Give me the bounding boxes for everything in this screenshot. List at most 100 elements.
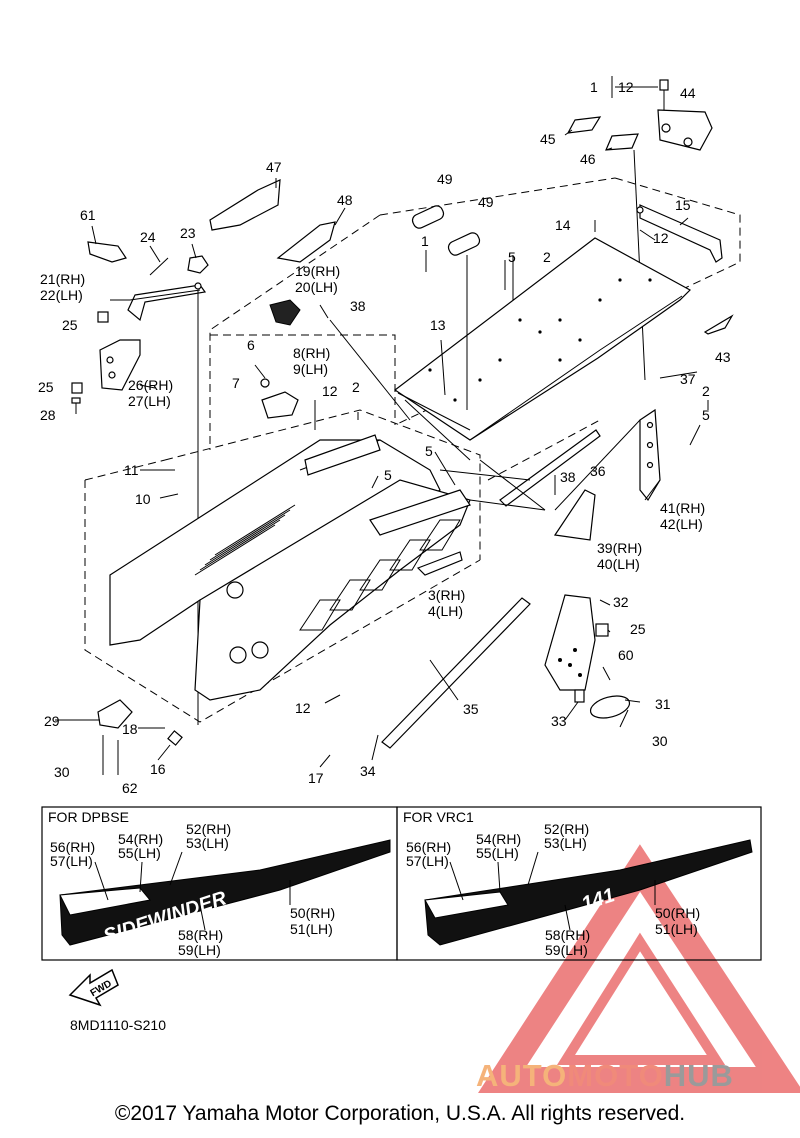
- tunnel-chassis: [109, 434, 471, 701]
- bracket-8: [261, 391, 299, 419]
- decal-box-title: FOR DPBSE: [48, 809, 129, 825]
- decal-label: 57(LH): [406, 853, 449, 869]
- gusset-3: [416, 551, 463, 576]
- callout-35: 35: [463, 701, 479, 717]
- decal-label: 52(RH): [186, 821, 231, 837]
- callout-5d: 5: [384, 467, 392, 483]
- callout-2a: 2: [543, 249, 551, 265]
- decal-label: 52(RH): [544, 821, 589, 837]
- callout-31: 31: [655, 696, 671, 712]
- copyright-notice: ©2017 Yamaha Motor Corporation, U.S.A. A…: [114, 1102, 686, 1125]
- bolt-33: [574, 689, 585, 703]
- tunnel-panel-13: [393, 237, 691, 441]
- callout-5a: 5: [508, 249, 516, 265]
- decal-label: 53(LH): [544, 835, 587, 851]
- callout-5c: 5: [425, 443, 433, 459]
- decal-label: 55(LH): [476, 845, 519, 861]
- callout-12b: 12: [653, 230, 669, 246]
- decal-label: 57(LH): [50, 853, 93, 869]
- callout-37: 37: [680, 371, 696, 387]
- callout-42: 42(LH): [660, 516, 703, 532]
- callout-36: 36: [590, 463, 606, 479]
- pad-49a: [411, 205, 445, 229]
- callout-43: 43: [715, 349, 731, 365]
- callout-22: 22(LH): [40, 287, 83, 303]
- callout-48: 48: [337, 192, 353, 208]
- label-46: [605, 133, 639, 151]
- clip-25a: [97, 311, 109, 323]
- clip-7: [260, 378, 270, 388]
- rear-bracket-44: [657, 79, 713, 151]
- decal-label: 59(LH): [178, 942, 221, 958]
- cover-31: [589, 695, 631, 719]
- bracket-39: [553, 489, 596, 541]
- callout-20: 20(LH): [295, 279, 338, 295]
- callout-32: 32: [613, 594, 629, 610]
- decal-label: 58(RH): [178, 927, 223, 943]
- decal-label: 54(RH): [118, 831, 163, 847]
- decal-label: 54(RH): [476, 831, 521, 847]
- callout-62: 62: [122, 780, 138, 796]
- callout-61: 61: [80, 207, 96, 223]
- decal-label: 51(LH): [655, 921, 698, 937]
- plate-32: [544, 594, 596, 691]
- callout-1: 1: [590, 79, 598, 95]
- callout-labels: 1 12 44 45 46 47 48 49 49 15 14 12 61 24…: [38, 79, 731, 796]
- callout-26: 26(RH): [128, 377, 173, 393]
- callout-38b: 38: [560, 469, 576, 485]
- callout-12d: 12: [295, 700, 311, 716]
- callout-11: 11: [124, 462, 139, 478]
- callout-19: 19(RH): [295, 263, 340, 279]
- callout-1b: 1: [421, 233, 429, 249]
- panel-48: [276, 221, 336, 263]
- callout-24: 24: [140, 229, 156, 245]
- callout-39: 39(RH): [597, 540, 642, 556]
- rail-36: [499, 429, 601, 507]
- callout-40: 40(LH): [597, 556, 640, 572]
- clip-25c: [595, 623, 609, 637]
- callout-41: 41(RH): [660, 500, 705, 516]
- decal-label: 59(LH): [545, 942, 588, 958]
- callout-2b: 2: [352, 379, 360, 395]
- panel-47: [209, 179, 281, 231]
- decal-box-title: FOR VRC1: [403, 809, 474, 825]
- callout-30b: 30: [652, 733, 668, 749]
- decal-label: 56(RH): [50, 839, 95, 855]
- decal-label: 51(LH): [290, 921, 333, 937]
- tube-35: [381, 597, 531, 749]
- decal-label: 53(LH): [186, 835, 229, 851]
- callout-45: 45: [540, 131, 556, 147]
- decal-label: 58(RH): [545, 927, 590, 943]
- boot-19: [269, 299, 301, 326]
- callout-49a: 49: [437, 171, 453, 187]
- decal-label: 50(RH): [290, 905, 335, 921]
- callout-12: 12: [618, 79, 634, 95]
- strip-43: [703, 314, 734, 335]
- bolt-28: [71, 397, 81, 414]
- callout-27: 27(LH): [128, 393, 171, 409]
- callout-28: 28: [40, 407, 56, 423]
- callout-60: 60: [618, 647, 634, 663]
- callout-9: 9(LH): [293, 361, 328, 377]
- callout-14: 14: [555, 217, 571, 233]
- clip-25b: [71, 382, 83, 394]
- leader-lines: [55, 76, 709, 775]
- callout-38a: 38: [350, 298, 366, 314]
- callout-34: 34: [360, 763, 376, 779]
- bracket-16: [167, 730, 183, 746]
- watermark-text: AUTOMOTOHUB: [476, 1058, 734, 1093]
- callout-25b: 25: [38, 379, 54, 395]
- watermark-logo: [478, 844, 800, 1093]
- decal-label: 56(RH): [406, 839, 451, 855]
- callout-47: 47: [266, 159, 282, 175]
- callout-12c: 12: [322, 383, 338, 399]
- pad-49b: [447, 232, 481, 256]
- cover-29: [97, 699, 133, 729]
- bracket-26: [99, 339, 141, 391]
- bracket-15: [636, 204, 723, 263]
- callout-15: 15: [675, 197, 691, 213]
- callout-49b: 49: [478, 194, 494, 210]
- callout-21: 21(RH): [40, 271, 85, 287]
- fwd-arrow-icon: FWD: [68, 968, 119, 1007]
- callout-13: 13: [430, 317, 446, 333]
